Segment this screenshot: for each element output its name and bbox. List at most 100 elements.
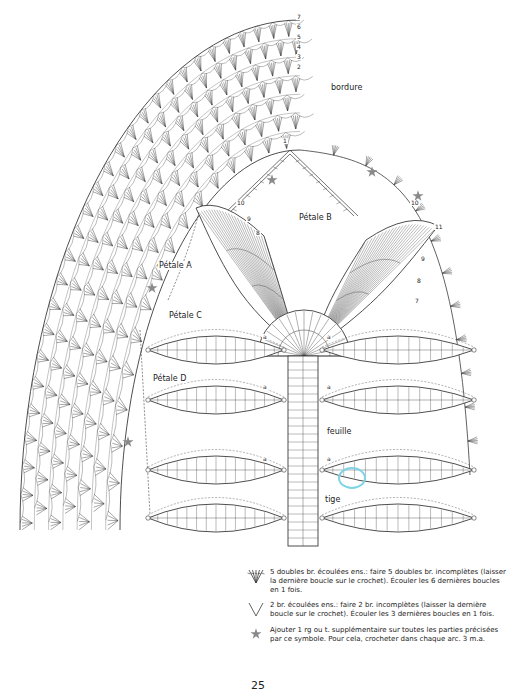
fan-stitch <box>108 164 114 176</box>
fan-stitch <box>278 118 279 131</box>
fan-stitch <box>80 309 87 322</box>
treble-stitch <box>264 344 265 356</box>
fan-stitch <box>220 127 224 139</box>
picot <box>472 468 476 472</box>
petal-b-outline <box>222 150 358 216</box>
row-line <box>252 285 283 299</box>
fan-stitch <box>140 309 151 310</box>
fan-stitch <box>108 511 118 521</box>
chain-arc <box>63 473 67 505</box>
legend-stroke <box>253 570 257 583</box>
chain-arc <box>257 22 273 28</box>
treble-stitch <box>287 314 304 356</box>
picot <box>472 348 476 352</box>
chain-arc <box>203 124 219 138</box>
fan-stitch <box>269 26 274 39</box>
treble-stitch <box>186 390 187 411</box>
treble-stitch <box>408 387 409 412</box>
fan-stitch <box>196 102 198 117</box>
fan-stitch <box>286 23 288 36</box>
chain-arc <box>192 156 208 174</box>
fan-stitch <box>29 413 40 416</box>
chain-arc <box>110 405 116 443</box>
treble-stitch <box>463 467 464 472</box>
leaf <box>320 380 476 415</box>
fan-stitch <box>431 237 440 241</box>
chain-arc <box>271 58 287 63</box>
fan-stitch <box>70 289 81 291</box>
row-line <box>49 57 300 530</box>
callout-number: 8 <box>416 278 422 284</box>
fan-stitch <box>88 282 95 295</box>
fan-stitch <box>159 169 162 184</box>
fan-stitch <box>228 141 229 157</box>
fan-stitch <box>268 64 273 76</box>
fan-stitch <box>106 235 113 246</box>
chain-arc <box>255 60 271 67</box>
callout-number: 8 <box>255 230 261 236</box>
fan-stitch <box>59 330 67 342</box>
fan-stitch <box>31 404 40 414</box>
fan-stitch <box>457 338 467 340</box>
treble-stitch <box>167 394 168 406</box>
treble-stitch <box>206 387 207 412</box>
treble-stitch <box>430 340 431 361</box>
fan-stitch <box>82 255 89 265</box>
fan-stitch <box>461 372 471 373</box>
star-symbol <box>266 174 277 185</box>
fan-stitch <box>83 253 89 266</box>
fan-stitch <box>69 444 79 445</box>
treble-stitch <box>365 508 366 529</box>
fan-stitch <box>52 484 62 492</box>
treble-stitch <box>441 392 442 409</box>
fan-stitch <box>48 385 57 396</box>
fan-stitch <box>37 504 47 508</box>
fan-stitch <box>431 240 441 241</box>
fan-stitch <box>244 32 246 46</box>
fan-stitch <box>262 84 264 97</box>
fan-stitch <box>121 323 128 337</box>
fan-stitch <box>94 314 101 327</box>
fan-stitch <box>132 248 142 251</box>
fan-stitch <box>30 407 40 413</box>
fan-stitch <box>115 214 123 223</box>
fan-stitch <box>185 90 193 99</box>
fan-stitch <box>248 89 250 104</box>
stitch <box>302 167 306 169</box>
legend-stroke <box>255 573 258 574</box>
fan-stitch <box>264 46 265 59</box>
treble-stitch <box>167 512 168 524</box>
fan-stitch <box>180 193 184 206</box>
fan-stitch <box>294 78 296 91</box>
fan-stitch <box>267 140 269 153</box>
treble-stitch <box>387 337 388 362</box>
fan-stitch <box>113 185 118 199</box>
fan-stitch <box>171 104 179 112</box>
fan-stitch <box>105 238 113 246</box>
fan-stitch <box>119 397 127 410</box>
callout-number: a <box>262 456 268 462</box>
fan-stitch <box>121 143 125 158</box>
fan-stitch <box>273 25 274 38</box>
fan-stitch <box>40 451 50 452</box>
fan-stitch <box>94 504 104 507</box>
fan-stitch <box>80 372 88 384</box>
fan-stitch <box>72 340 81 349</box>
fan-stitch <box>332 145 333 155</box>
fan-stitch <box>79 513 89 521</box>
fan-stitch <box>33 387 44 390</box>
fan-stitch <box>148 250 158 253</box>
fan-stitch <box>291 116 296 129</box>
fan-stitch <box>104 329 114 332</box>
fan-stitch <box>36 508 46 514</box>
chain-arc <box>164 117 178 133</box>
part-name: Pétale B <box>298 214 333 222</box>
legend-stroke <box>248 573 251 574</box>
chain-arc <box>262 78 279 84</box>
stitch <box>274 167 278 169</box>
fan-stitch <box>145 108 148 123</box>
fan-stitch <box>181 191 184 207</box>
fan-stitch <box>461 373 471 375</box>
fan-stitch <box>197 171 199 187</box>
